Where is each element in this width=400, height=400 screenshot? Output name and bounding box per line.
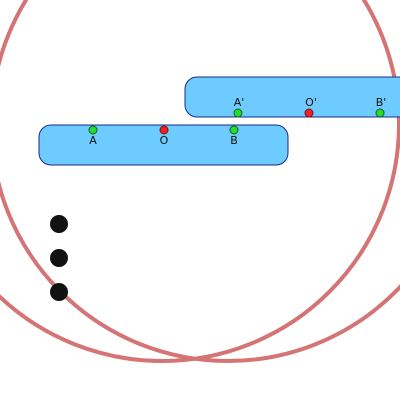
label-a: A	[89, 134, 97, 147]
point-b-prime[interactable]	[375, 108, 385, 118]
dot-1	[50, 215, 68, 233]
point-o[interactable]	[159, 125, 169, 135]
bar-original[interactable]	[38, 124, 289, 166]
bar-shifted[interactable]	[184, 76, 400, 118]
circle-left	[0, 0, 400, 363]
dot-2	[50, 249, 68, 267]
circle-right	[0, 0, 400, 363]
label-o: O	[160, 134, 169, 147]
label-o-prime: O'	[305, 96, 317, 109]
label-b-prime: B'	[376, 96, 387, 109]
point-a[interactable]	[88, 125, 98, 135]
label-b: B	[230, 134, 238, 147]
dot-3	[50, 283, 68, 301]
label-a-prime: A'	[234, 96, 245, 109]
vertical-dots-icon[interactable]	[50, 215, 68, 301]
point-a-prime[interactable]	[233, 108, 243, 118]
point-b[interactable]	[229, 125, 239, 135]
point-o-prime[interactable]	[304, 108, 314, 118]
